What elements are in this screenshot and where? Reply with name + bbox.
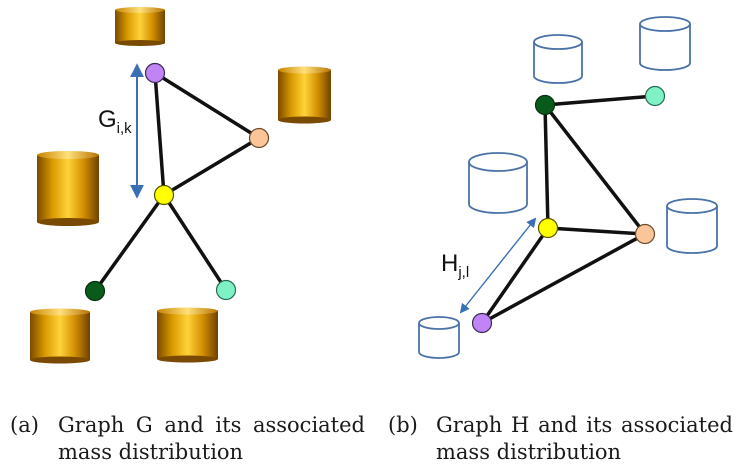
mass-cylinder-middle-left xyxy=(468,152,528,214)
node-mint xyxy=(644,85,666,107)
mass-cylinder-top-right xyxy=(639,16,691,71)
node-purple xyxy=(471,312,493,334)
caption-word: and xyxy=(538,413,578,437)
mass-cylinder-right xyxy=(278,66,331,124)
caption-word: H xyxy=(511,413,530,437)
node-purple xyxy=(144,62,166,84)
caption-a-words: Graph G and its associated xyxy=(58,412,365,439)
caption-b-line2: mass distribution xyxy=(436,440,622,464)
node-yellow xyxy=(537,217,559,239)
edge xyxy=(153,71,166,197)
mass-cylinder-top xyxy=(115,7,165,46)
caption-b: (b) Graph H and its associated mass dist… xyxy=(388,412,733,466)
edge xyxy=(93,193,166,293)
mass-cylinder-bottom-right xyxy=(157,307,218,363)
mass-cylinder-middle-right xyxy=(666,198,718,254)
caption-b-line1: (b) Graph H and its associated xyxy=(388,412,733,439)
caption-a-line1: (a) Graph G and its associated xyxy=(10,412,365,439)
edge xyxy=(543,94,657,107)
edge xyxy=(543,103,550,230)
caption-word: associated xyxy=(620,413,733,437)
caption-a-label: (a) xyxy=(10,413,39,437)
edge xyxy=(162,136,261,197)
panel-b-graph: Hj,l xyxy=(418,16,718,359)
edge xyxy=(153,71,261,140)
caption-word: and xyxy=(164,413,204,437)
edges-b xyxy=(480,94,657,325)
edge xyxy=(543,103,647,236)
caption-b-label: (b) xyxy=(388,413,418,437)
node-darkgreen xyxy=(84,280,106,302)
edge xyxy=(480,232,647,325)
caption-word: Graph xyxy=(58,413,125,437)
caption-b-words: Graph H and its associated xyxy=(436,412,733,439)
mass-cylinder-top-left xyxy=(533,34,583,84)
edges-a xyxy=(93,71,261,293)
node-peach xyxy=(248,127,270,149)
edge xyxy=(162,193,228,292)
mass-cylinder-left xyxy=(37,151,99,226)
caption-word: its xyxy=(215,413,242,437)
caption-a-line2: mass distribution xyxy=(58,440,244,464)
edge xyxy=(480,226,550,325)
node-yellow xyxy=(153,184,175,206)
caption-word: its xyxy=(586,413,613,437)
edge xyxy=(546,226,647,236)
caption-word: G xyxy=(135,413,153,437)
caption-a: (a) Graph G and its associated mass dist… xyxy=(10,412,365,466)
distance-arrow-h xyxy=(459,217,537,314)
mass-cylinder-bottom-left xyxy=(30,308,90,364)
node-darkgreen xyxy=(534,94,556,116)
distance-label-h: Hj,l xyxy=(441,250,469,281)
distance-label-g: Gi,k xyxy=(98,106,132,137)
caption-word: associated xyxy=(252,413,365,437)
node-mint xyxy=(215,279,237,301)
caption-word: Graph xyxy=(436,413,503,437)
panel-a-graph: Gi,k xyxy=(30,7,331,364)
mass-cylinder-bottom-left-b xyxy=(418,316,460,359)
node-peach xyxy=(634,223,656,245)
